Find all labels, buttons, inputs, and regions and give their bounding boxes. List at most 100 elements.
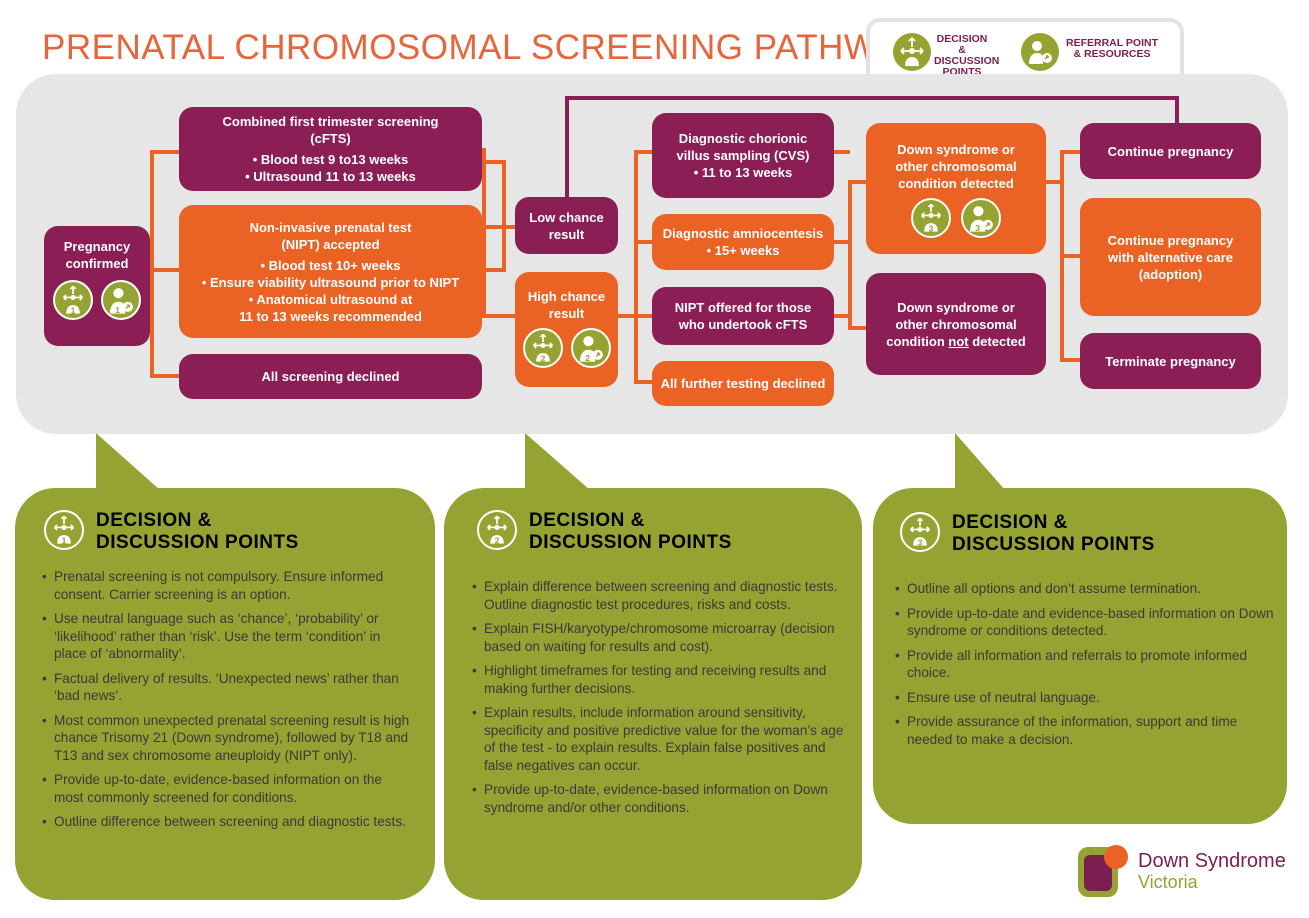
referral-person-icon	[1020, 32, 1060, 72]
badge-number: 1	[115, 305, 120, 315]
node-continue-alternative-care: Continue pregnancy with alternative care…	[1080, 198, 1261, 316]
list-item: Highlight timeframes for testing and rec…	[472, 662, 856, 697]
referral-person-icon: 2	[570, 328, 611, 368]
list-item: Explain FISH/karyotype/chromosome microa…	[472, 620, 856, 655]
node-subtitle: (NIPT) accepted	[281, 236, 380, 252]
node-title: Diagnostic amniocentesis	[662, 226, 824, 241]
connector	[150, 150, 154, 378]
list-item: Factual delivery of results. ‘Unexpected…	[42, 670, 414, 705]
connector	[848, 180, 852, 330]
decision-arrows-icon: 1	[44, 510, 84, 550]
node-bullet: • 15+ weeks	[706, 243, 780, 258]
page-title: PRENATAL CHROMOSOMAL SCREENING PATHWAY	[42, 28, 922, 67]
node-title: Non-invasive prenatal test	[249, 219, 412, 235]
connector	[634, 150, 638, 382]
decision-arrows-icon: 2	[522, 328, 563, 368]
node-label-pre: Down syndrome or other chromosomal condi…	[886, 299, 1017, 349]
node-nipt: Non-invasive prenatal test (NIPT) accept…	[179, 205, 482, 338]
connector	[834, 150, 850, 154]
list-item: Most common unexpected prenatal screenin…	[42, 712, 414, 765]
node-subtitle: (cFTS)	[310, 131, 351, 146]
list-item: Provide up-to-date, evidence-based infor…	[472, 781, 856, 816]
badge-number: 3	[975, 223, 980, 233]
node-label: Low chance result	[529, 209, 604, 242]
node-label: High chance result	[527, 289, 606, 321]
connector	[1060, 150, 1080, 154]
node-pregnancy-confirmed: Pregnancy confirmed 1 1	[44, 226, 150, 346]
node-label: Terminate pregnancy	[1105, 353, 1236, 369]
badge-number: 3	[929, 224, 934, 234]
list-item: Outline difference between screening and…	[42, 813, 414, 831]
badge-number: 1	[71, 306, 76, 316]
connector	[848, 326, 866, 330]
node-title: Combined first trimester screening	[222, 114, 439, 129]
panel-title-line: DECISION &	[96, 510, 212, 531]
node-condition-not-detected: Down syndrome or other chromosomal condi…	[866, 273, 1046, 375]
badge-number: 1	[62, 536, 67, 546]
node-label: All screening declined	[261, 369, 400, 384]
node-low-chance: Low chance result	[515, 197, 618, 254]
node-bullet: • Ensure viability ultrasound prior to N…	[201, 274, 460, 290]
list-item: Provide up-to-date and evidence-based in…	[895, 605, 1277, 640]
decision-arrows-icon: 3	[900, 512, 940, 552]
callout-pointer-2	[525, 433, 590, 490]
node-label: Down syndrome or other chromosomal condi…	[895, 142, 1017, 191]
decision-arrows-icon	[892, 32, 932, 72]
badge-number: 2	[585, 353, 590, 363]
panel-list: Outline all options and don’t assume ter…	[893, 580, 1277, 755]
node-terminate-pregnancy: Terminate pregnancy	[1080, 333, 1261, 389]
node-high-chance: High chance result 2 2	[515, 272, 618, 387]
badge-number: 3	[918, 538, 923, 548]
node-continue-pregnancy: Continue pregnancy	[1080, 123, 1261, 179]
panel-list: Explain difference between screening and…	[470, 578, 856, 823]
decision-arrows-icon: 3	[911, 198, 951, 238]
node-label: Continue pregnancy with alternative care…	[1107, 232, 1234, 282]
connector	[482, 160, 502, 164]
connector	[618, 314, 636, 318]
panel-heading: 1 DECISION &DISCUSSION POINTS	[44, 510, 299, 554]
referral-person-icon: 1	[101, 280, 141, 320]
connector	[150, 374, 180, 378]
list-item: Provide all information and referrals to…	[895, 647, 1277, 682]
node-label-post: detected	[968, 333, 1026, 349]
node-label: Continue pregnancy	[1107, 143, 1234, 159]
connector	[834, 240, 850, 244]
node-cfts: Combined first trimester screening (cFTS…	[179, 107, 482, 191]
legend-referral-label: REFERRAL POINT & RESOURCES	[1066, 37, 1158, 60]
node-label: All further testing declined	[660, 376, 826, 391]
logo-name: Down Syndrome	[1138, 850, 1286, 872]
list-item: Prenatal screening is not compulsory. En…	[42, 568, 414, 603]
connector	[486, 314, 516, 318]
connector	[634, 150, 652, 154]
node-bullet: 11 to 13 weeks recommended	[239, 308, 422, 324]
down-syndrome-victoria-logo	[1076, 843, 1132, 901]
list-item: Provide up-to-date, evidence-based infor…	[42, 771, 414, 806]
panel-heading: 3 DECISION &DISCUSSION POINTS	[900, 512, 1155, 556]
decision-arrows-icon: 1	[53, 280, 93, 320]
connector	[482, 268, 502, 272]
badge-number: 2	[540, 354, 545, 364]
node-label: Down syndrome or other chromosomal condi…	[881, 299, 1031, 350]
connector	[1060, 254, 1080, 258]
connector	[565, 96, 569, 198]
panel-heading: 2 DECISION &DISCUSSION POINTS	[477, 510, 732, 554]
panel-title-line: DECISION &	[952, 512, 1068, 533]
connector	[150, 150, 180, 154]
connector	[1060, 358, 1080, 362]
node-bullet: • Blood test 9 to13 weeks	[252, 152, 409, 167]
panel-title-line: DISCUSSION POINTS	[529, 532, 732, 553]
decision-arrows-icon: 2	[477, 510, 517, 550]
connector	[482, 148, 486, 318]
panel-title: DECISION &DISCUSSION POINTS	[529, 510, 732, 554]
callout-pointer-3	[955, 433, 1005, 490]
list-item: Provide assurance of the information, su…	[895, 713, 1277, 748]
connector	[1046, 180, 1062, 184]
panel-title-line: DECISION &	[529, 510, 645, 531]
node-label-not: not	[948, 333, 969, 349]
connector	[486, 225, 516, 229]
node-all-screening-declined: All screening declined	[179, 354, 482, 399]
connector	[565, 96, 1179, 100]
list-item: Use neutral language such as ‘chance’, ‘…	[42, 610, 414, 663]
node-cvs: Diagnostic chorionic villus sampling (CV…	[652, 113, 834, 198]
